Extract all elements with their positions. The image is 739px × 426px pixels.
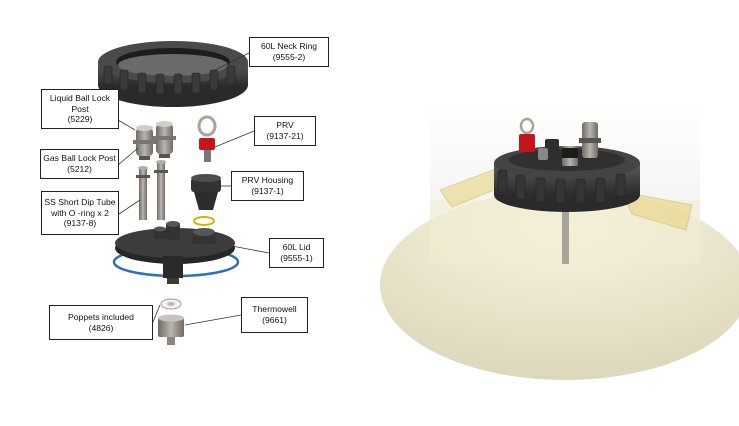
label-poppets-code: (4826): [88, 322, 114, 333]
label-prv-name: PRV: [276, 120, 294, 131]
label-thermowell-name: Thermowell: [252, 304, 297, 315]
label-liquid-post: Liquid Ball Lock Post (5229): [41, 89, 119, 129]
label-gas-post: Gas Ball Lock Post (5212): [40, 149, 119, 179]
label-liquid-post-line2: Post: [71, 103, 89, 114]
label-prv-housing: PRV Housing (9137-1): [231, 171, 304, 201]
label-thermowell-code: (9661): [262, 315, 287, 325]
prv-part: [197, 115, 217, 162]
neck-ring-part: [98, 41, 248, 107]
lid-part: [112, 221, 240, 284]
label-lid: 60L Lid (9555-1): [269, 238, 324, 268]
label-dip-tube: SS Short Dip Tube with O -ring x 2 (9137…: [41, 191, 119, 235]
label-dip-tube-line1: SS Short Dip Tube: [44, 197, 116, 208]
label-prv-housing-name: PRV Housing: [241, 175, 294, 186]
label-poppets-name: Poppets included: [68, 311, 134, 322]
leader-lines: [117, 52, 270, 326]
label-gas-post-name: Gas Ball Lock Post: [43, 153, 116, 164]
prv-housing-part: [191, 174, 221, 226]
label-lid-name: 60L Lid: [282, 242, 311, 253]
label-dip-tube-code: (9137-8): [63, 218, 97, 229]
label-liquid-post-code: (5229): [67, 114, 93, 125]
label-dip-tube-line2: with O -ring x 2: [51, 207, 109, 218]
label-prv: PRV (9137-21): [254, 116, 316, 146]
label-liquid-post-line1: Liquid Ball Lock: [49, 93, 111, 104]
label-poppets: Poppets included (4826): [49, 305, 153, 340]
ball-lock-posts-part: [133, 121, 176, 160]
label-gas-post-code: (5212): [67, 164, 92, 174]
label-neck-ring: 60L Neck Ring (9555-2): [249, 37, 329, 67]
label-lid-code: (9555-1): [280, 253, 313, 263]
label-prv-housing-code: (9137-1): [251, 186, 284, 196]
dip-tubes-part: [136, 160, 168, 220]
label-neck-ring-name: 60L Neck Ring: [260, 41, 318, 52]
thermowell-part: [158, 298, 184, 345]
label-prv-code: (9137-21): [266, 131, 304, 141]
label-neck-ring-code: (9555-2): [272, 52, 306, 62]
assembled-view: [380, 102, 739, 380]
label-thermowell: Thermowell (9661): [241, 297, 308, 333]
exploded-view: [98, 41, 270, 345]
